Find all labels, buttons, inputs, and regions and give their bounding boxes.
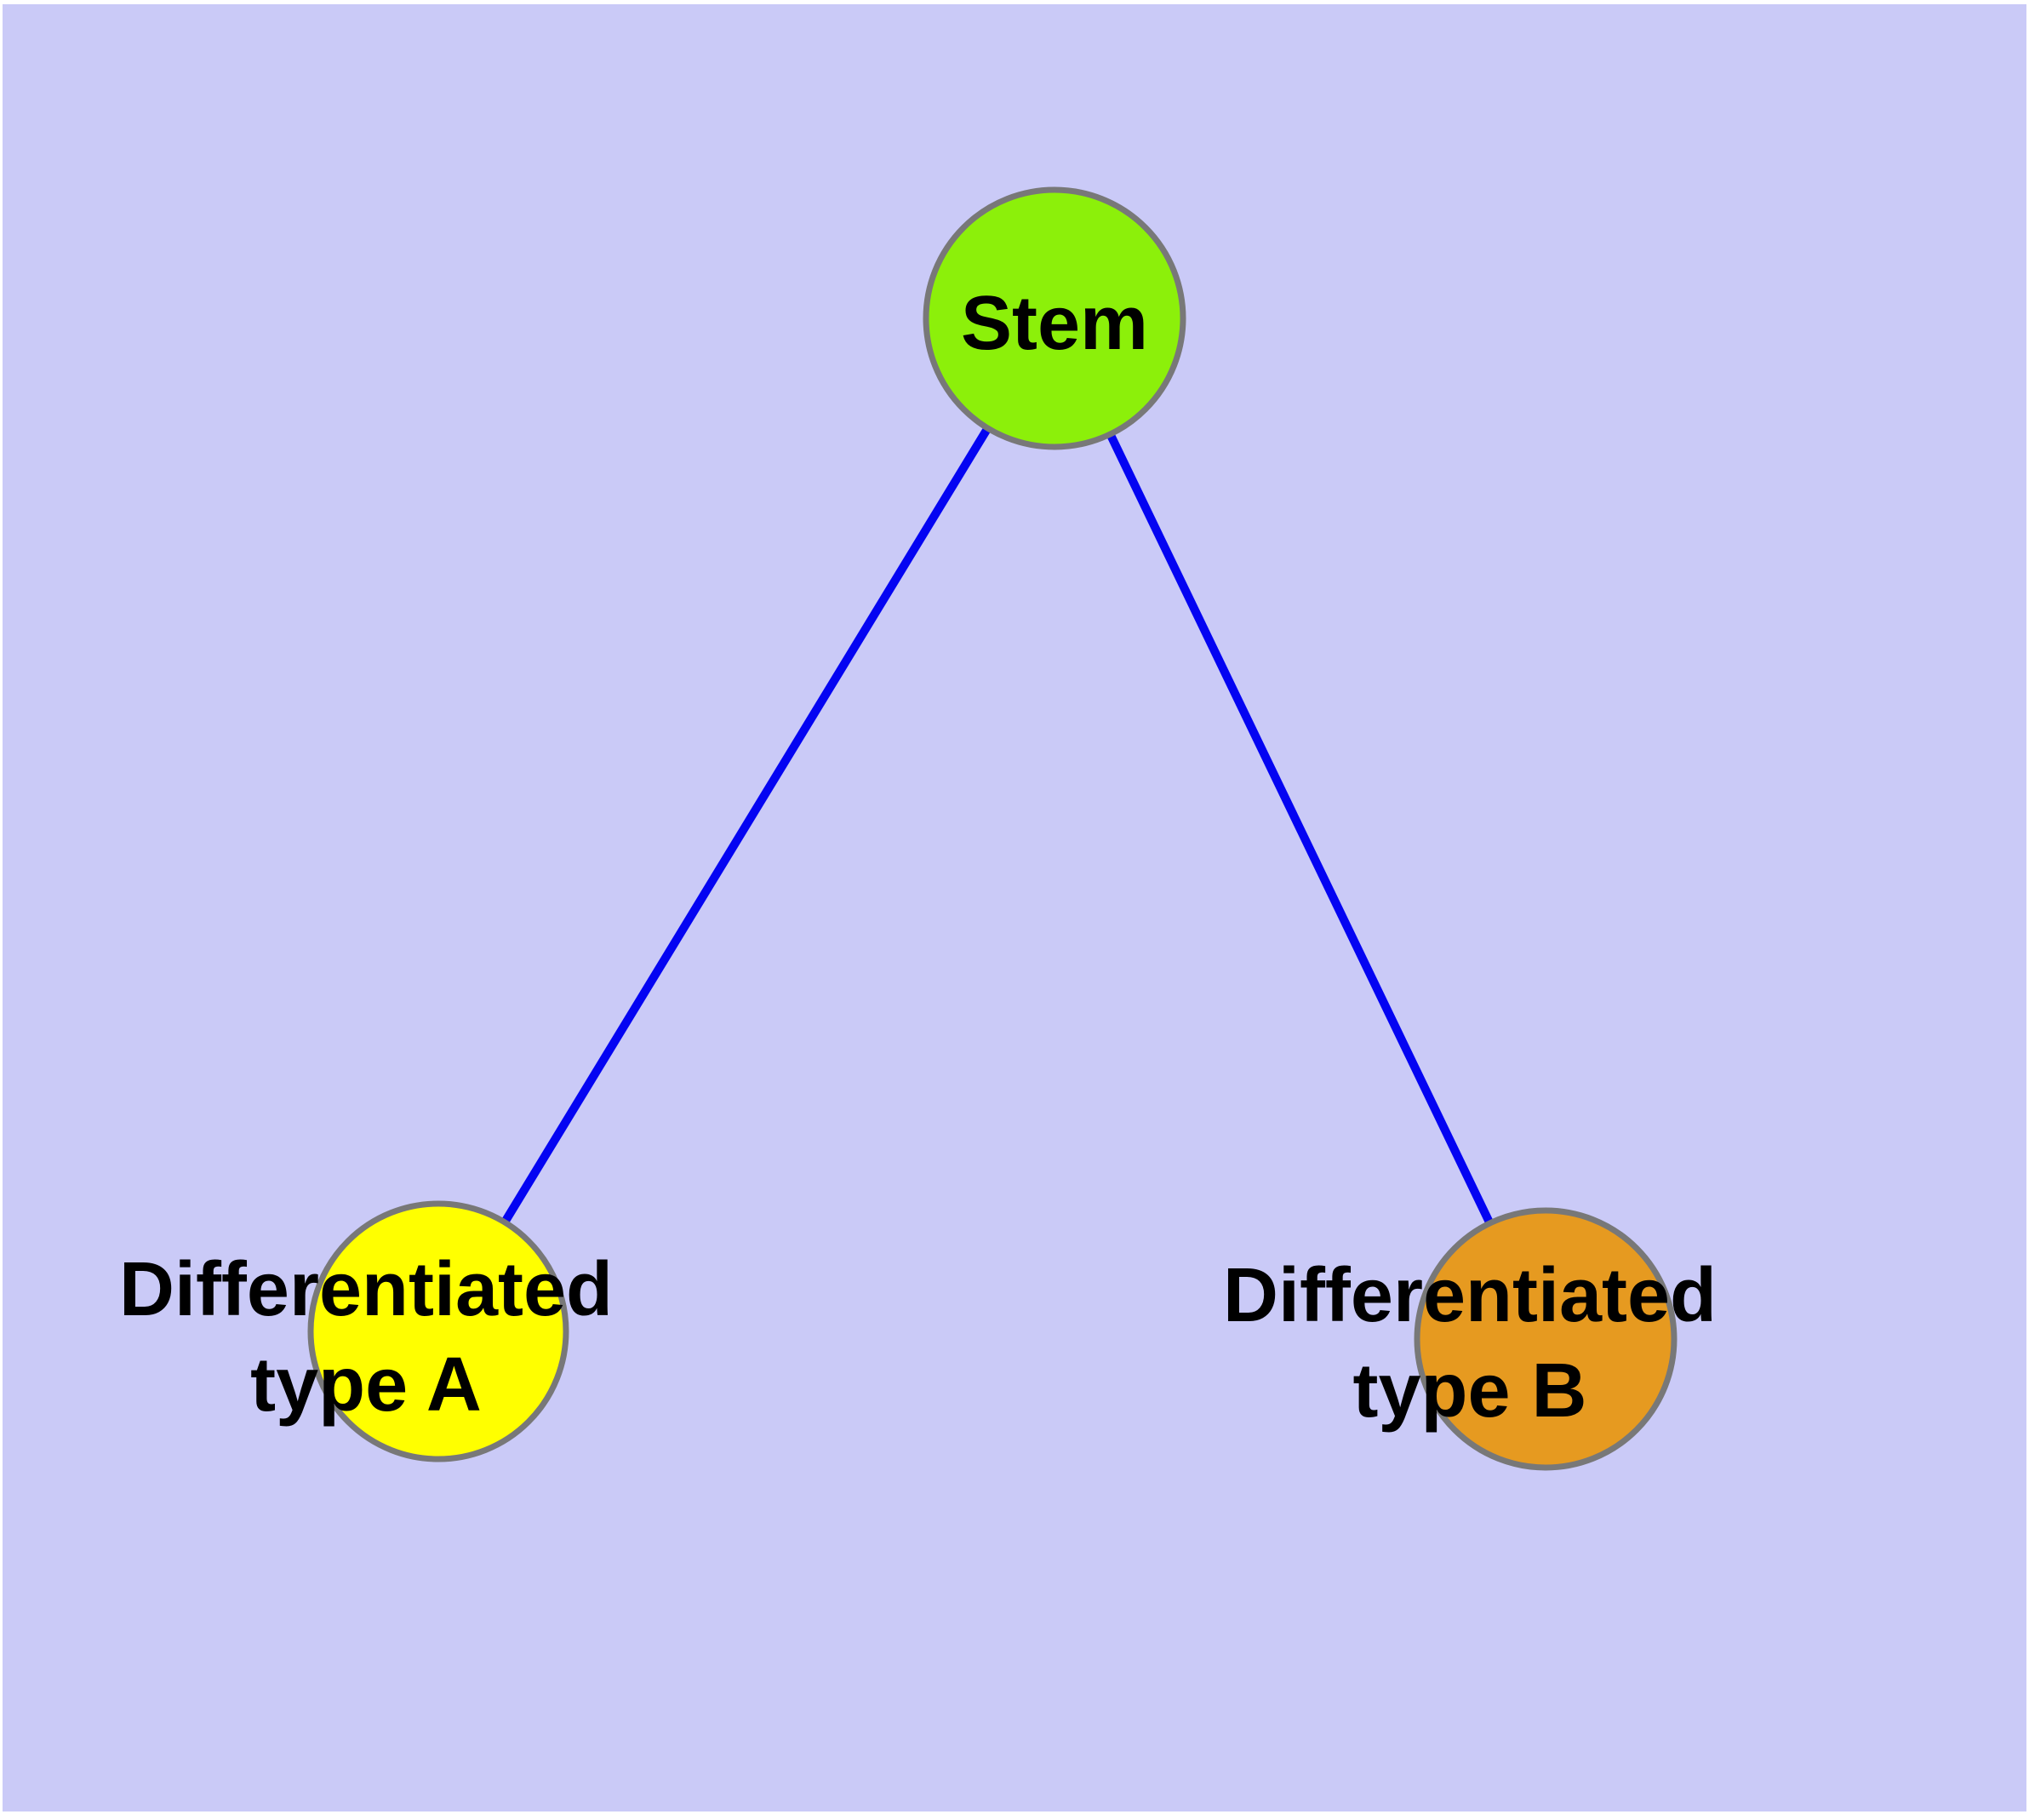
node-differentiated-type-b bbox=[1414, 1207, 1677, 1471]
edge-stem-to-type-a bbox=[434, 316, 1059, 1334]
type-a-node-label-line1: Differentiated bbox=[119, 1247, 613, 1332]
type-a-node-label-line2: type A bbox=[250, 1342, 482, 1428]
node-stem bbox=[923, 186, 1186, 450]
node-differentiated-type-a bbox=[307, 1200, 569, 1462]
stem-node-label: Stem bbox=[961, 281, 1148, 366]
type-b-node-label-line2: type B bbox=[1352, 1348, 1586, 1434]
type-b-node-label-line1: Differentiated bbox=[1223, 1253, 1717, 1338]
edge-stem-to-type-b bbox=[1050, 316, 1550, 1342]
